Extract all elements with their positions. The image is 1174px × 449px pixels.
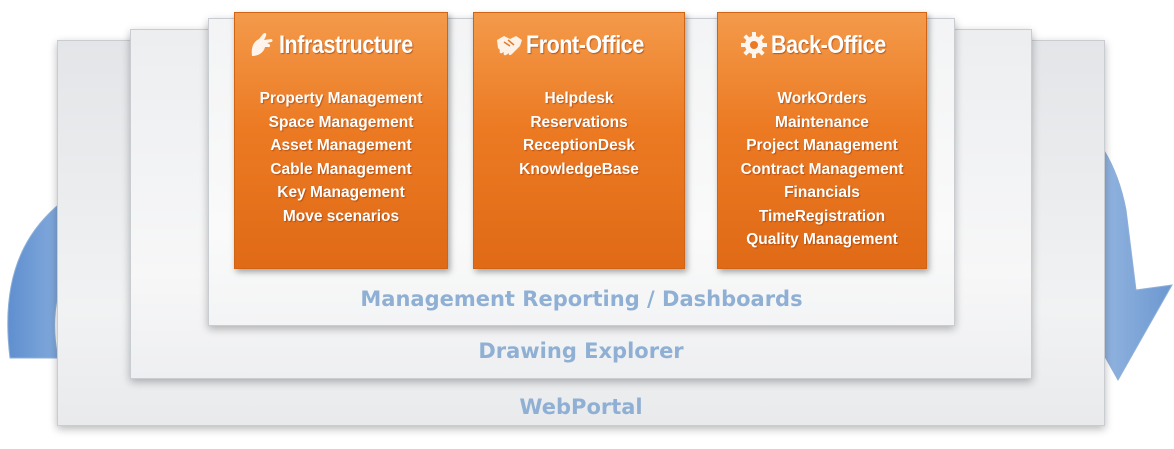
- module-title: Back-Office: [771, 30, 887, 59]
- front-office-module: Front-Office Helpdesk Reservations Recep…: [473, 12, 685, 269]
- list-item: Property Management: [259, 90, 423, 107]
- list-item: Quality Management: [746, 231, 898, 248]
- handshake-icon: [497, 36, 523, 56]
- module-header: Infrastructure: [235, 27, 447, 63]
- list-item: Helpdesk: [544, 90, 614, 107]
- list-item: Reservations: [530, 113, 628, 131]
- module-item-list: WorkOrders Maintenance Project Managemen…: [718, 87, 926, 252]
- webportal-label: WebPortal: [519, 395, 643, 419]
- drawing-explorer-label: Drawing Explorer: [478, 339, 684, 363]
- module-item-list: Property Management Space Management Ass…: [235, 87, 447, 228]
- module-header: Back-Office: [718, 27, 926, 63]
- list-item: Asset Management: [270, 137, 412, 154]
- list-item: Maintenance: [775, 113, 869, 131]
- list-item: WorkOrders: [777, 90, 867, 107]
- gear-icon: [741, 32, 768, 58]
- list-item: Contract Management: [740, 160, 904, 178]
- list-item: Move scenarios: [282, 207, 400, 225]
- module-item-list: Helpdesk Reservations ReceptionDesk Know…: [474, 87, 684, 181]
- list-item: ReceptionDesk: [523, 137, 635, 154]
- list-item: Financials: [784, 184, 860, 201]
- infrastructure-module: Infrastructure Property Management Space…: [234, 12, 448, 269]
- list-item: KnowledgeBase: [519, 160, 639, 178]
- list-item: Cable Management: [270, 160, 412, 178]
- list-item: Project Management: [746, 137, 898, 154]
- hand-icon: [251, 32, 273, 56]
- list-item: Space Management: [268, 113, 414, 131]
- module-title: Infrastructure: [279, 30, 413, 59]
- back-office-module: Back-Office WorkOrders Maintenance Proje…: [717, 12, 927, 269]
- management-reporting-label: Management Reporting / Dashboards: [360, 287, 803, 311]
- list-item: Key Management: [277, 184, 405, 201]
- module-header: Front-Office: [474, 27, 684, 63]
- module-title: Front-Office: [526, 30, 645, 59]
- list-item: TimeRegistration: [758, 207, 886, 225]
